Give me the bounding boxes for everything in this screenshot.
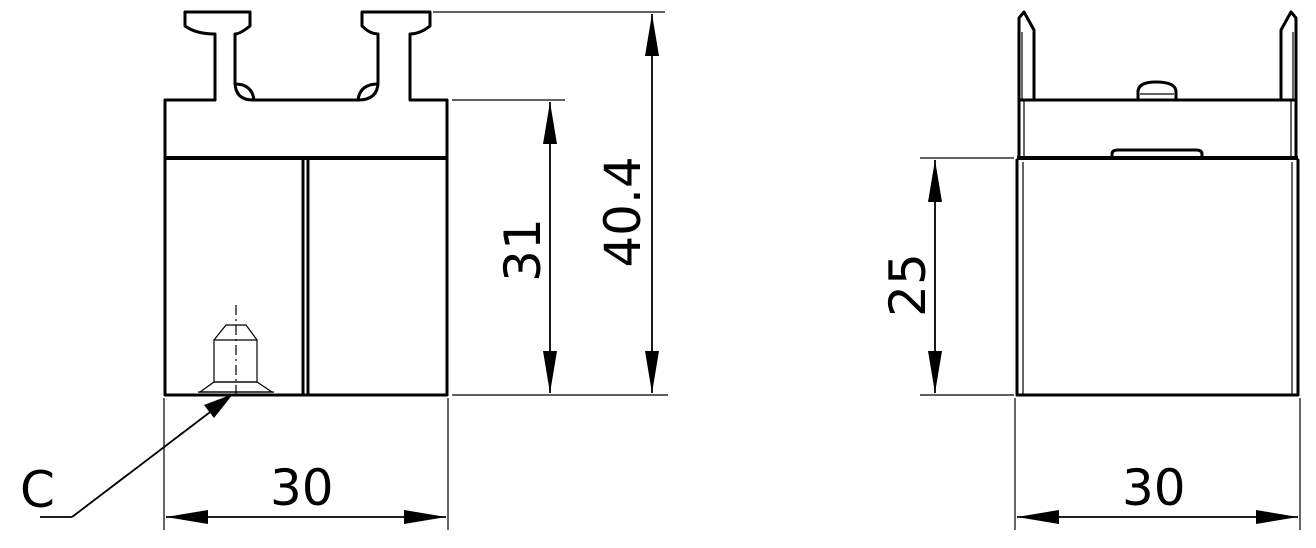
front-terminal-arc-left [233, 82, 256, 102]
side-top-bump [1136, 80, 1178, 102]
side-height-dimension: 25 [879, 157, 1014, 396]
side-latch [1110, 148, 1204, 160]
side-height-label: 25 [879, 253, 937, 317]
callout-arrowhead [204, 394, 233, 418]
front-height-total-dimension: 40.4 [433, 11, 665, 393]
front-terminal-arc-right [356, 82, 380, 102]
front-height-total-label: 40.4 [594, 156, 652, 267]
side-tab-left [1017, 10, 1036, 102]
side-view: 25 30 [879, 10, 1301, 530]
front-pin [198, 305, 274, 398]
front-terminal-outline [163, 10, 449, 160]
side-body-outline [1015, 158, 1300, 397]
front-width-label: 30 [270, 459, 334, 517]
front-body-outline [163, 156, 449, 397]
front-height-body-label: 31 [494, 218, 552, 282]
front-view: C 30 31 40.4 [20, 10, 668, 530]
side-width-label: 30 [1122, 459, 1186, 517]
callout-label: C [20, 461, 55, 519]
side-tab-right [1279, 10, 1298, 102]
side-width-dimension: 30 [1014, 398, 1301, 530]
front-width-dimension: 30 [163, 398, 449, 530]
callout-leader [71, 402, 223, 518]
front-height-body-dimension: 31 [452, 99, 668, 396]
